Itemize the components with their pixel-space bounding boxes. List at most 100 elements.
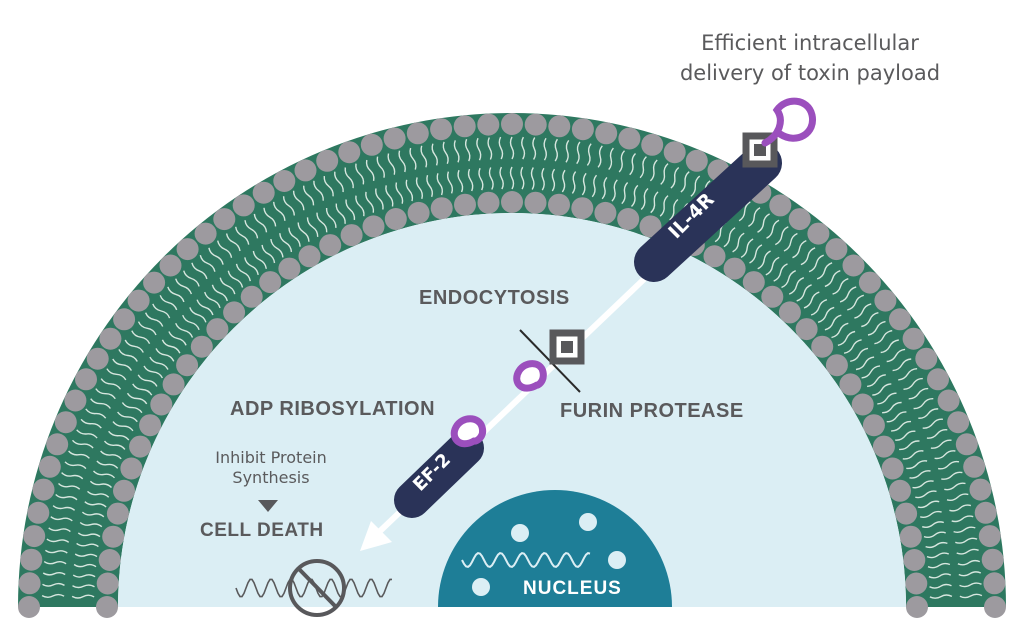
- lipid-tail: [431, 143, 438, 166]
- lipid-tail: [420, 145, 428, 168]
- lipid-head: [984, 596, 1006, 618]
- lipid-head: [947, 411, 970, 434]
- lipid-tails: [41, 136, 983, 599]
- lipid-head: [294, 159, 317, 182]
- lipid-tail: [571, 171, 577, 194]
- lipid-tail: [478, 167, 484, 191]
- lipid-tail: [757, 213, 770, 233]
- lipid-tail: [132, 383, 153, 396]
- toxin-loop-icon: [761, 97, 816, 147]
- lipid-tail: [81, 511, 105, 518]
- lipid-tail: [909, 470, 931, 479]
- lipid-tail: [732, 232, 745, 253]
- lipid-head: [99, 327, 122, 350]
- lipid-tail: [925, 541, 948, 549]
- lipid-tail: [100, 450, 122, 460]
- lipid-tail: [824, 270, 841, 288]
- lipid-tail: [601, 176, 608, 200]
- lipid-tail: [803, 291, 820, 309]
- lipid-tail: [175, 278, 193, 295]
- lipid-head: [430, 197, 453, 220]
- lipid-head: [895, 502, 918, 525]
- lipid-head: [143, 271, 166, 294]
- lipid-tail: [923, 531, 946, 539]
- lipid-head: [639, 215, 662, 238]
- lipid-tail: [126, 392, 148, 405]
- lipid-head: [703, 245, 726, 268]
- lipid-tail: [520, 166, 525, 190]
- lipid-tail: [385, 185, 394, 207]
- lipid-tail: [325, 207, 337, 228]
- lipid-tail: [270, 238, 284, 258]
- cytoplasm: [118, 213, 906, 607]
- lipid-tail: [581, 172, 587, 196]
- lipid-tail: [831, 322, 849, 339]
- caption-line-2: delivery of toxin payload: [679, 61, 941, 85]
- lipid-tail: [796, 284, 812, 302]
- lipid-tail: [263, 207, 277, 227]
- lipid-head: [825, 354, 848, 377]
- lipid-tail: [306, 217, 319, 237]
- lipid-tail: [843, 339, 862, 354]
- lipid-tail: [273, 201, 286, 221]
- nucleus-label: NUCLEUS: [523, 578, 622, 599]
- lipid-head: [316, 149, 339, 172]
- lipid-tail: [84, 501, 107, 508]
- lipid-tail: [817, 306, 835, 323]
- lipid-tail: [959, 593, 983, 599]
- lipid-head: [75, 368, 97, 391]
- lipid-tail: [253, 213, 268, 233]
- lipid-tail: [608, 147, 614, 171]
- lipid-tail: [50, 516, 73, 522]
- lipid-tail: [757, 250, 771, 270]
- lipid-head: [159, 254, 182, 277]
- lipid-tail: [442, 141, 449, 164]
- il4r-receptor: [634, 143, 782, 282]
- lipid-tail: [561, 169, 566, 193]
- lipid-head: [769, 194, 792, 217]
- lipid-tail: [921, 521, 945, 528]
- lipid-head: [548, 115, 571, 138]
- lipid-tail: [117, 411, 138, 423]
- lipid-tail: [355, 163, 365, 185]
- lipid-tail: [783, 232, 798, 252]
- lipid-head: [18, 596, 40, 618]
- lipid-tail: [928, 573, 952, 579]
- lipid-tail: [457, 169, 464, 193]
- lipid-tail: [80, 418, 102, 429]
- lipid-tail: [334, 171, 344, 193]
- lipid-tail: [217, 240, 233, 258]
- nucleus-dot: [579, 513, 597, 531]
- lipid-tail: [191, 262, 208, 280]
- lipid-tail: [398, 150, 406, 173]
- linker-square-inner: [561, 341, 573, 353]
- lipid-tail: [934, 450, 956, 460]
- lipid-tail: [530, 167, 535, 190]
- lipid-tail: [891, 420, 912, 432]
- lipid-tail: [872, 383, 892, 396]
- lipid-tail: [659, 195, 669, 217]
- lipid-head: [807, 222, 830, 245]
- lipid-head: [64, 389, 87, 412]
- lipid-head: [811, 335, 834, 358]
- lipid-tail: [774, 226, 789, 246]
- lipid-tail: [669, 198, 679, 221]
- lipid-tail: [953, 526, 976, 533]
- lipid-head: [232, 194, 255, 217]
- lipid-head: [983, 572, 1006, 595]
- lipid-tail: [467, 168, 474, 192]
- lipid-tail: [227, 270, 244, 288]
- lipid-head: [129, 435, 152, 458]
- toxin-loop-icon: [450, 415, 487, 448]
- lipid-tail: [800, 247, 816, 266]
- lipid-tail: [64, 461, 87, 470]
- lipid-head: [963, 455, 986, 478]
- mrna-wave: [461, 552, 591, 568]
- cell-death-label: CELL DEATH: [200, 520, 324, 541]
- lipid-head: [150, 393, 173, 416]
- lipid-tail: [189, 307, 207, 323]
- lipid-tail: [73, 563, 97, 568]
- lipid-head: [127, 289, 150, 312]
